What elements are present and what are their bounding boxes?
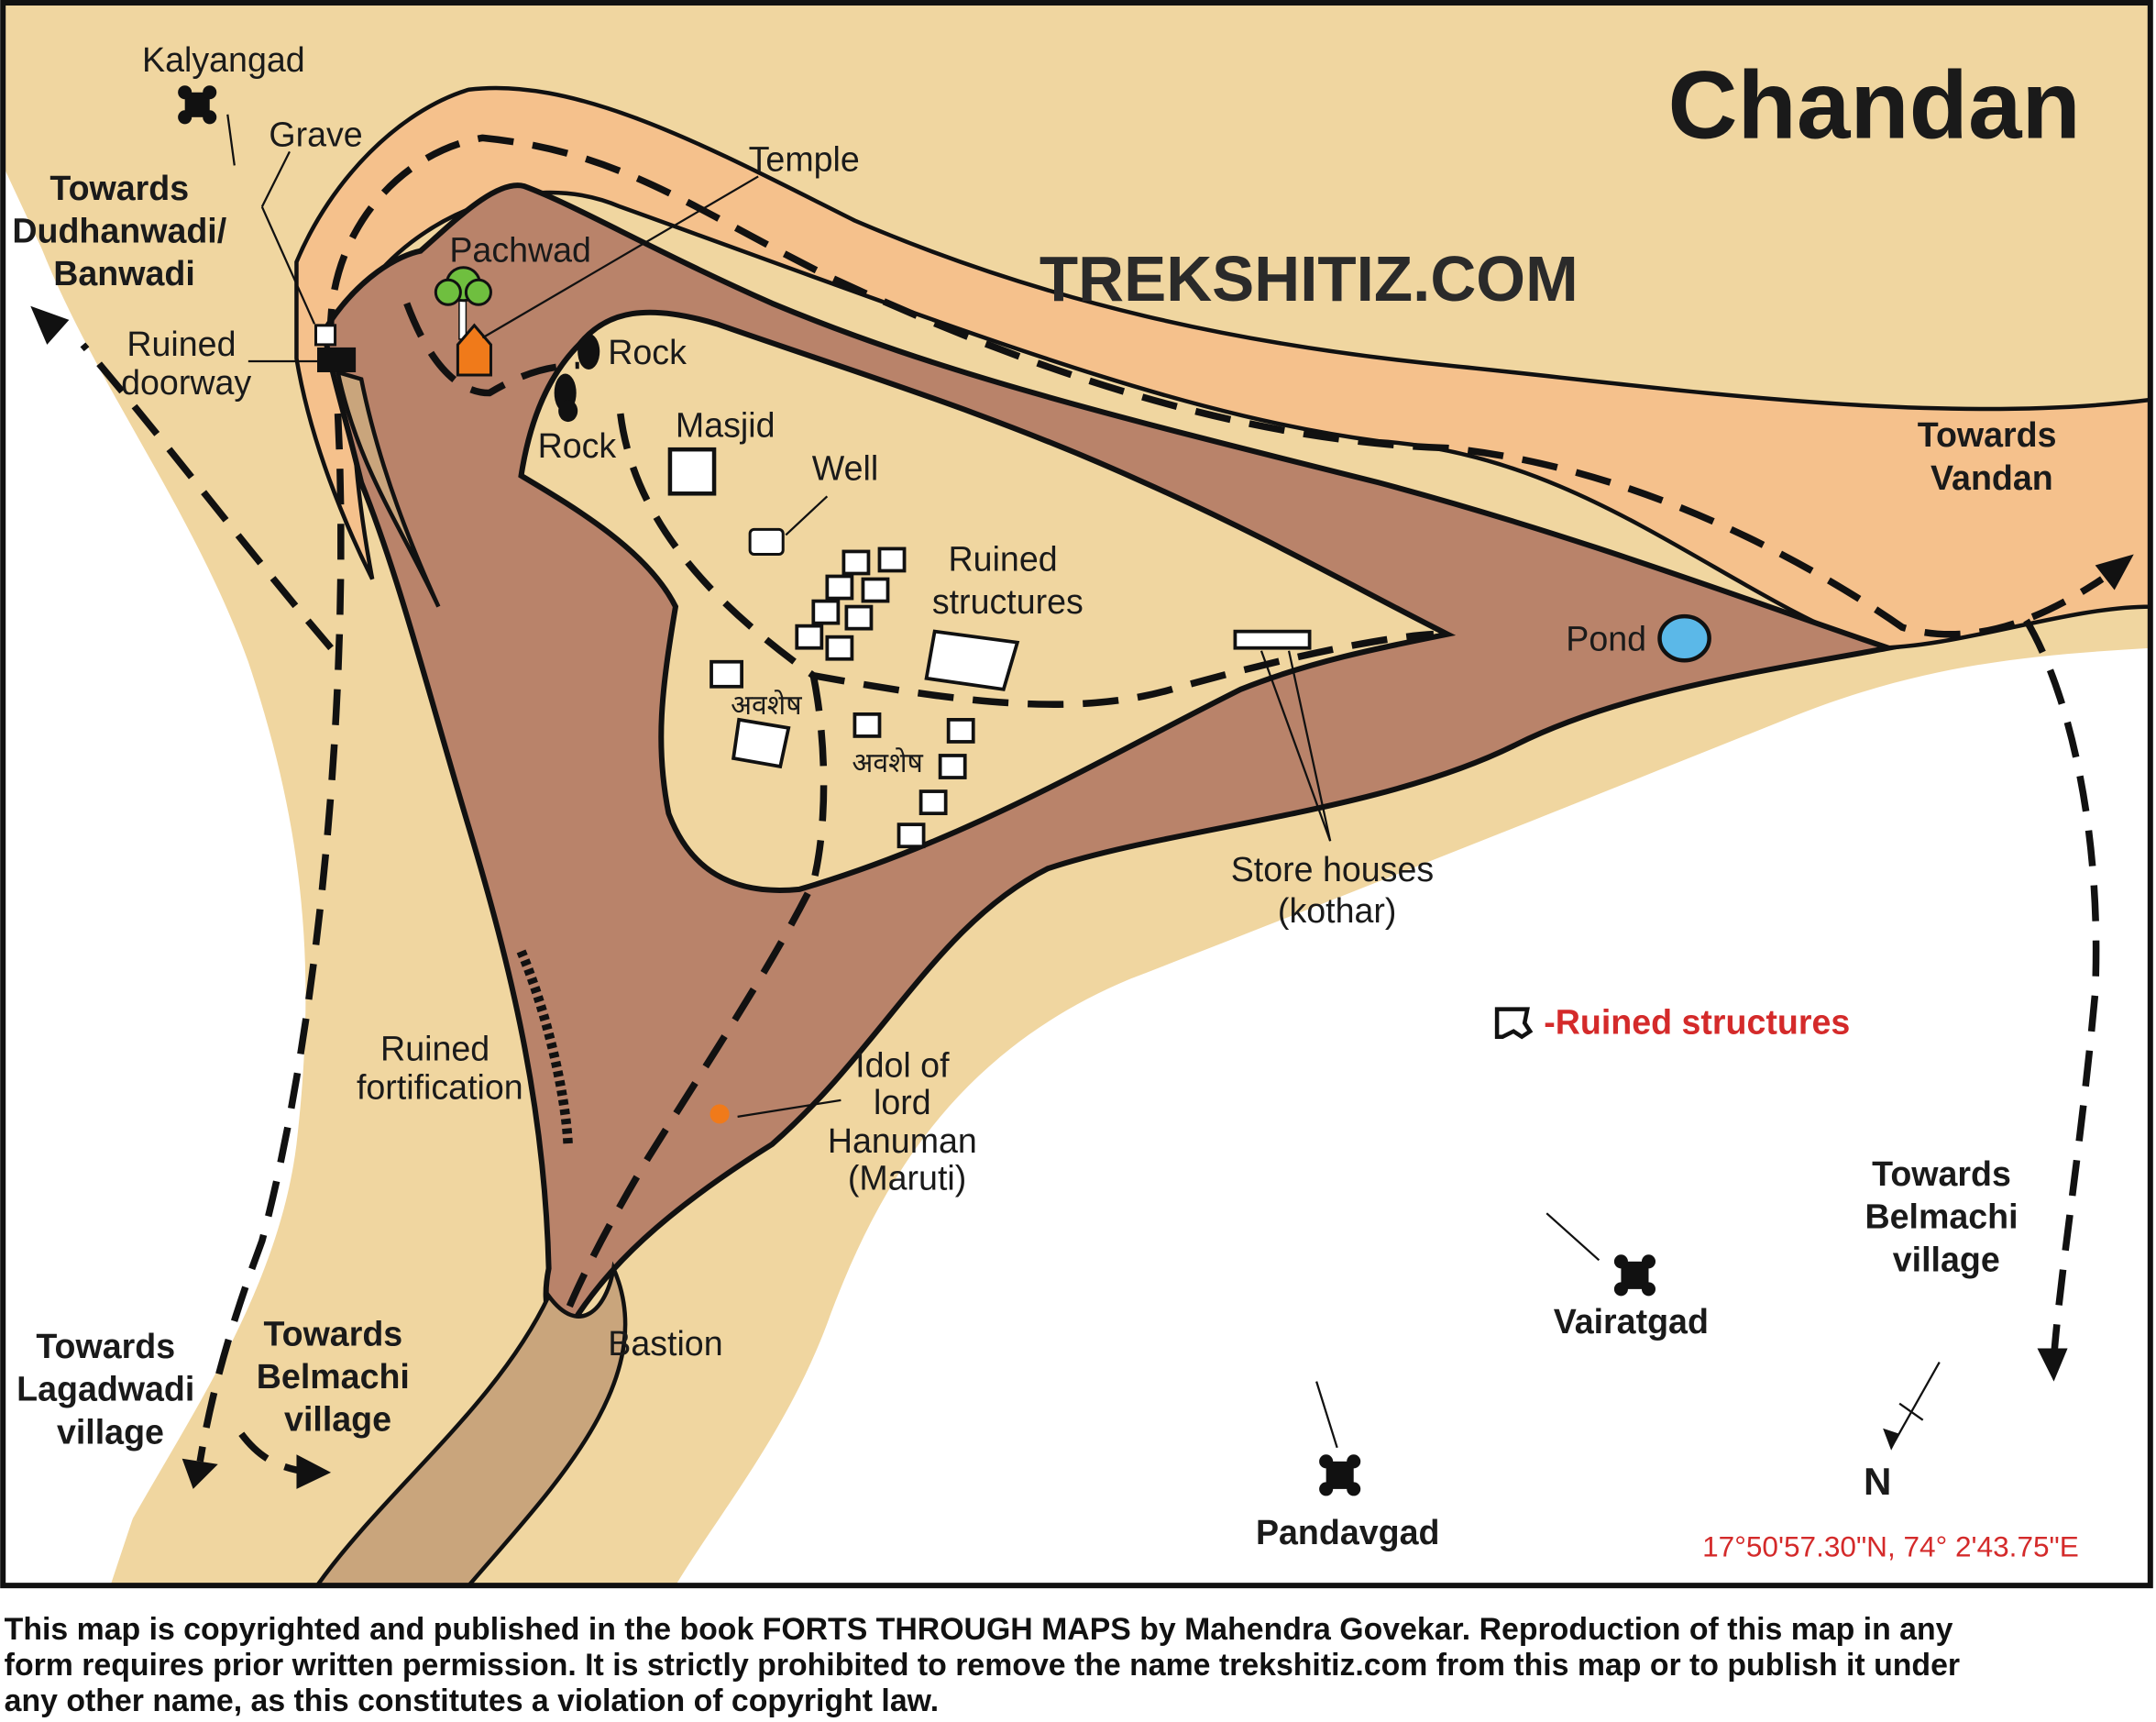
copyright-notice: This map is copyrighted and published in… bbox=[5, 1612, 1969, 1718]
ruined-fortification-icon bbox=[516, 949, 573, 1145]
label-towards-belmachi-right: Towards Belmachi village bbox=[1864, 1154, 2028, 1278]
label-avashesh-1: अवशेष bbox=[731, 690, 802, 721]
arrow-dudhanwadi-icon bbox=[30, 305, 70, 345]
label-ruined-doorway: Ruined doorway bbox=[121, 325, 251, 402]
temple-icon bbox=[456, 323, 492, 377]
map-frame bbox=[0, 0, 2153, 1589]
label-towards-vandan: Towards Vandan bbox=[1918, 415, 2066, 497]
north-label: N bbox=[1864, 1460, 1891, 1503]
label-masjid: Masjid bbox=[676, 406, 776, 445]
label-bastion: Bastion bbox=[608, 1324, 722, 1363]
arrow-belmachi-right-icon bbox=[2037, 1348, 2068, 1382]
map-title: Chandan bbox=[1668, 51, 2081, 159]
label-store-houses: Store houses (kothar) bbox=[1231, 850, 1444, 930]
arrow-lagadwadi-icon bbox=[182, 1458, 218, 1489]
label-rock-2: Rock bbox=[538, 426, 617, 465]
arrow-vandan-icon bbox=[2095, 554, 2134, 591]
label-pachwad: Pachwad bbox=[449, 231, 591, 270]
trail-south bbox=[562, 675, 828, 1319]
fort-icon-pandavgad bbox=[1319, 1454, 1361, 1496]
label-towards-belmachi-left: Towards Belmachi village bbox=[257, 1315, 420, 1439]
label-towards-lagadwadi: Towards Lagadwadi village bbox=[16, 1327, 204, 1451]
leader-lines bbox=[226, 114, 1941, 1449]
masjid-icon bbox=[667, 447, 717, 496]
grave-icon bbox=[314, 324, 337, 347]
label-pond: Pond bbox=[1566, 620, 1646, 658]
label-avashesh-2: अवशेष bbox=[852, 747, 923, 778]
trail-plateau bbox=[617, 413, 1435, 708]
ruined-structures-cluster bbox=[710, 546, 1312, 849]
trail-pachwad bbox=[403, 302, 579, 397]
label-temple: Temple bbox=[749, 139, 860, 178]
label-rock-1: Rock bbox=[608, 333, 687, 371]
label-ruined-fortification: Ruined fortification bbox=[357, 1029, 523, 1106]
label-pandavgad: Pandavgad bbox=[1256, 1513, 1439, 1551]
label-hanuman-idol: Idol of lord Hanuman (Maruti) bbox=[828, 1045, 986, 1197]
trail-to-dudhanwadi bbox=[80, 342, 334, 651]
trail-ridge bbox=[326, 134, 2105, 638]
label-vairatgad: Vairatgad bbox=[1554, 1302, 1709, 1341]
pond-icon bbox=[1657, 613, 1711, 663]
label-kalyangad: Kalyangad bbox=[142, 40, 305, 79]
well-icon bbox=[748, 527, 785, 556]
label-towards-dudhanwadi: Towards Dudhanwadi/ Banwadi bbox=[12, 169, 236, 293]
ruined-doorway-icon bbox=[317, 347, 357, 372]
arrow-belmachi-left-icon bbox=[296, 1454, 332, 1489]
scree-left bbox=[335, 369, 441, 608]
left-white-area bbox=[3, 206, 303, 1586]
label-ruined-structures: Ruined structures bbox=[932, 539, 1084, 621]
tree-icon bbox=[434, 266, 492, 340]
coordinates: 17°50'57.30"N, 74° 2'43.75"E bbox=[1702, 1530, 2079, 1563]
label-grave: Grave bbox=[269, 115, 362, 153]
legend: -Ruined structures bbox=[1494, 1003, 1850, 1042]
trail-west-down bbox=[196, 413, 345, 1463]
rock-icon bbox=[554, 333, 600, 423]
ruined-structure-icon bbox=[1494, 1007, 1534, 1040]
hanuman-idol-icon bbox=[710, 1104, 730, 1124]
fort-icon-vairatgad bbox=[1613, 1254, 1656, 1297]
scree-bottom bbox=[313, 1261, 628, 1588]
label-well: Well bbox=[812, 448, 878, 487]
legend-label: -Ruined structures bbox=[1544, 1003, 1850, 1042]
website-watermark: TREKSHITIZ.COM bbox=[1040, 243, 1578, 315]
north-arrow-icon bbox=[1883, 1428, 1900, 1451]
fort-icon-kalyangad bbox=[178, 85, 217, 125]
